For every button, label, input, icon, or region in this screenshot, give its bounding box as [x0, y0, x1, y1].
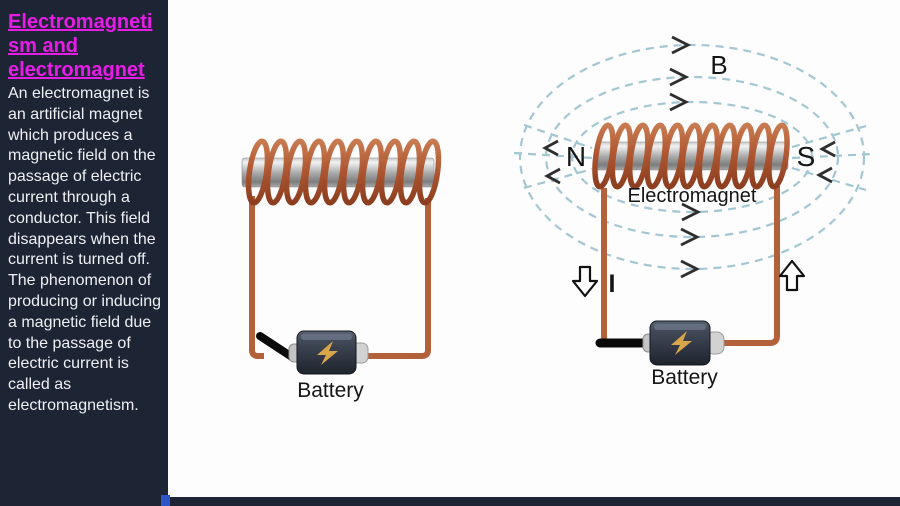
coil-right: [592, 122, 790, 190]
sidebar-text-panel: Electromagnetism and electromagnet An el…: [0, 0, 168, 506]
field-b-label: B: [710, 50, 728, 80]
battery-icon-right: [642, 320, 725, 366]
field-lines: [513, 43, 873, 271]
slide-title: Electromagnetism and electromagnet: [8, 11, 153, 81]
slide-accent-notch: [161, 495, 170, 506]
switch-open-lever: [256, 332, 296, 361]
coil-left: [245, 138, 442, 206]
field-direction-arrows: [542, 35, 836, 279]
south-pole-label: S: [796, 141, 816, 172]
battery-label-right: Battery: [651, 366, 718, 389]
current-i-label: I: [608, 270, 616, 298]
lightning-bolt-icon: [671, 331, 692, 355]
battery-icon-left: [288, 330, 369, 375]
electromagnet-label: Electromagnet: [627, 185, 757, 207]
lightning-bolt-icon: [317, 341, 338, 365]
circuit-wire-left: [249, 196, 431, 359]
iron-core-right: [595, 141, 789, 171]
north-pole-label: N: [565, 141, 587, 172]
current-up-arrow: [778, 259, 806, 292]
current-direction-arrows: [571, 259, 806, 298]
battery-label-left: Battery: [297, 379, 364, 402]
circuit-wire-right: [601, 186, 780, 346]
current-down-arrow: [571, 265, 599, 298]
slide-body-text: An electromagnet is an artificial magnet…: [8, 85, 161, 414]
